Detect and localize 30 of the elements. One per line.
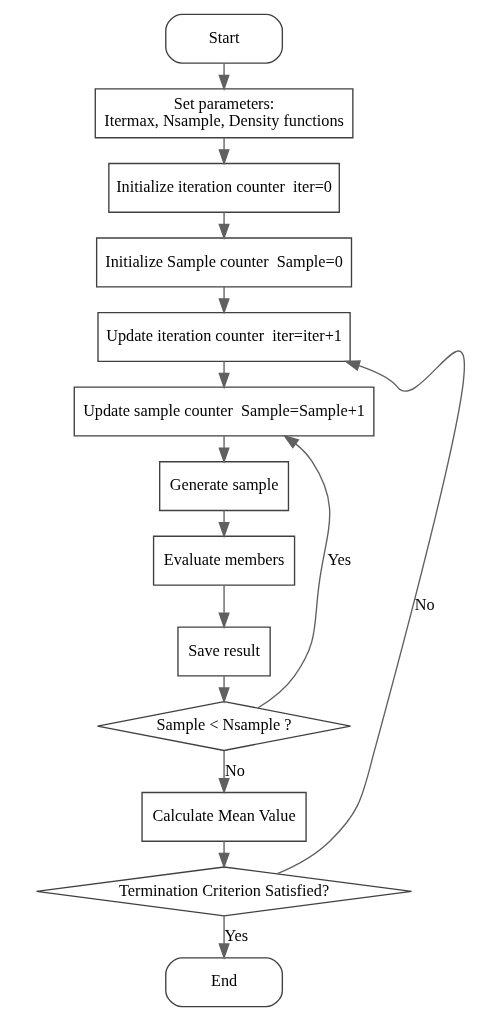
arrow bbox=[218, 840, 230, 870]
edge-label: Yes bbox=[327, 550, 352, 569]
node-box: Update iteration counter iter=iter+1 bbox=[97, 311, 351, 363]
node-box: Update sample counter Sample=Sample+1 bbox=[73, 386, 375, 437]
arrow bbox=[218, 435, 230, 464]
node-box: Save result bbox=[177, 626, 271, 677]
node-diamond: Termination Criterion Satisfied? bbox=[35, 866, 413, 917]
arrow bbox=[218, 360, 230, 390]
arrow bbox=[218, 62, 230, 91]
edge-label: No bbox=[224, 761, 245, 780]
arrow bbox=[218, 584, 230, 629]
node-box: End bbox=[165, 957, 284, 1008]
arrow bbox=[218, 211, 230, 241]
arrow bbox=[218, 675, 230, 704]
arrow bbox=[218, 915, 230, 960]
edge-label: Yes bbox=[224, 927, 249, 946]
node-box: Evaluate members bbox=[152, 535, 296, 586]
arrow bbox=[218, 509, 230, 539]
node-diamond: Sample < Nsample ? bbox=[96, 700, 352, 752]
edge-label: No bbox=[414, 596, 435, 615]
node-box: Calculate Mean Value bbox=[141, 791, 307, 842]
arrow bbox=[218, 137, 230, 166]
node-box: Initialize iteration counter iter=0 bbox=[108, 162, 340, 213]
node-box: Generate sample bbox=[159, 461, 290, 512]
node-box: Initialize Sample counter Sample=0 bbox=[95, 237, 353, 288]
arrow bbox=[218, 749, 230, 795]
node-box: Start bbox=[165, 13, 284, 64]
arrow bbox=[257, 434, 331, 709]
arrow bbox=[218, 286, 230, 315]
node-box: Set parameters: Itermax, Nsample, Density functions bbox=[94, 88, 354, 139]
